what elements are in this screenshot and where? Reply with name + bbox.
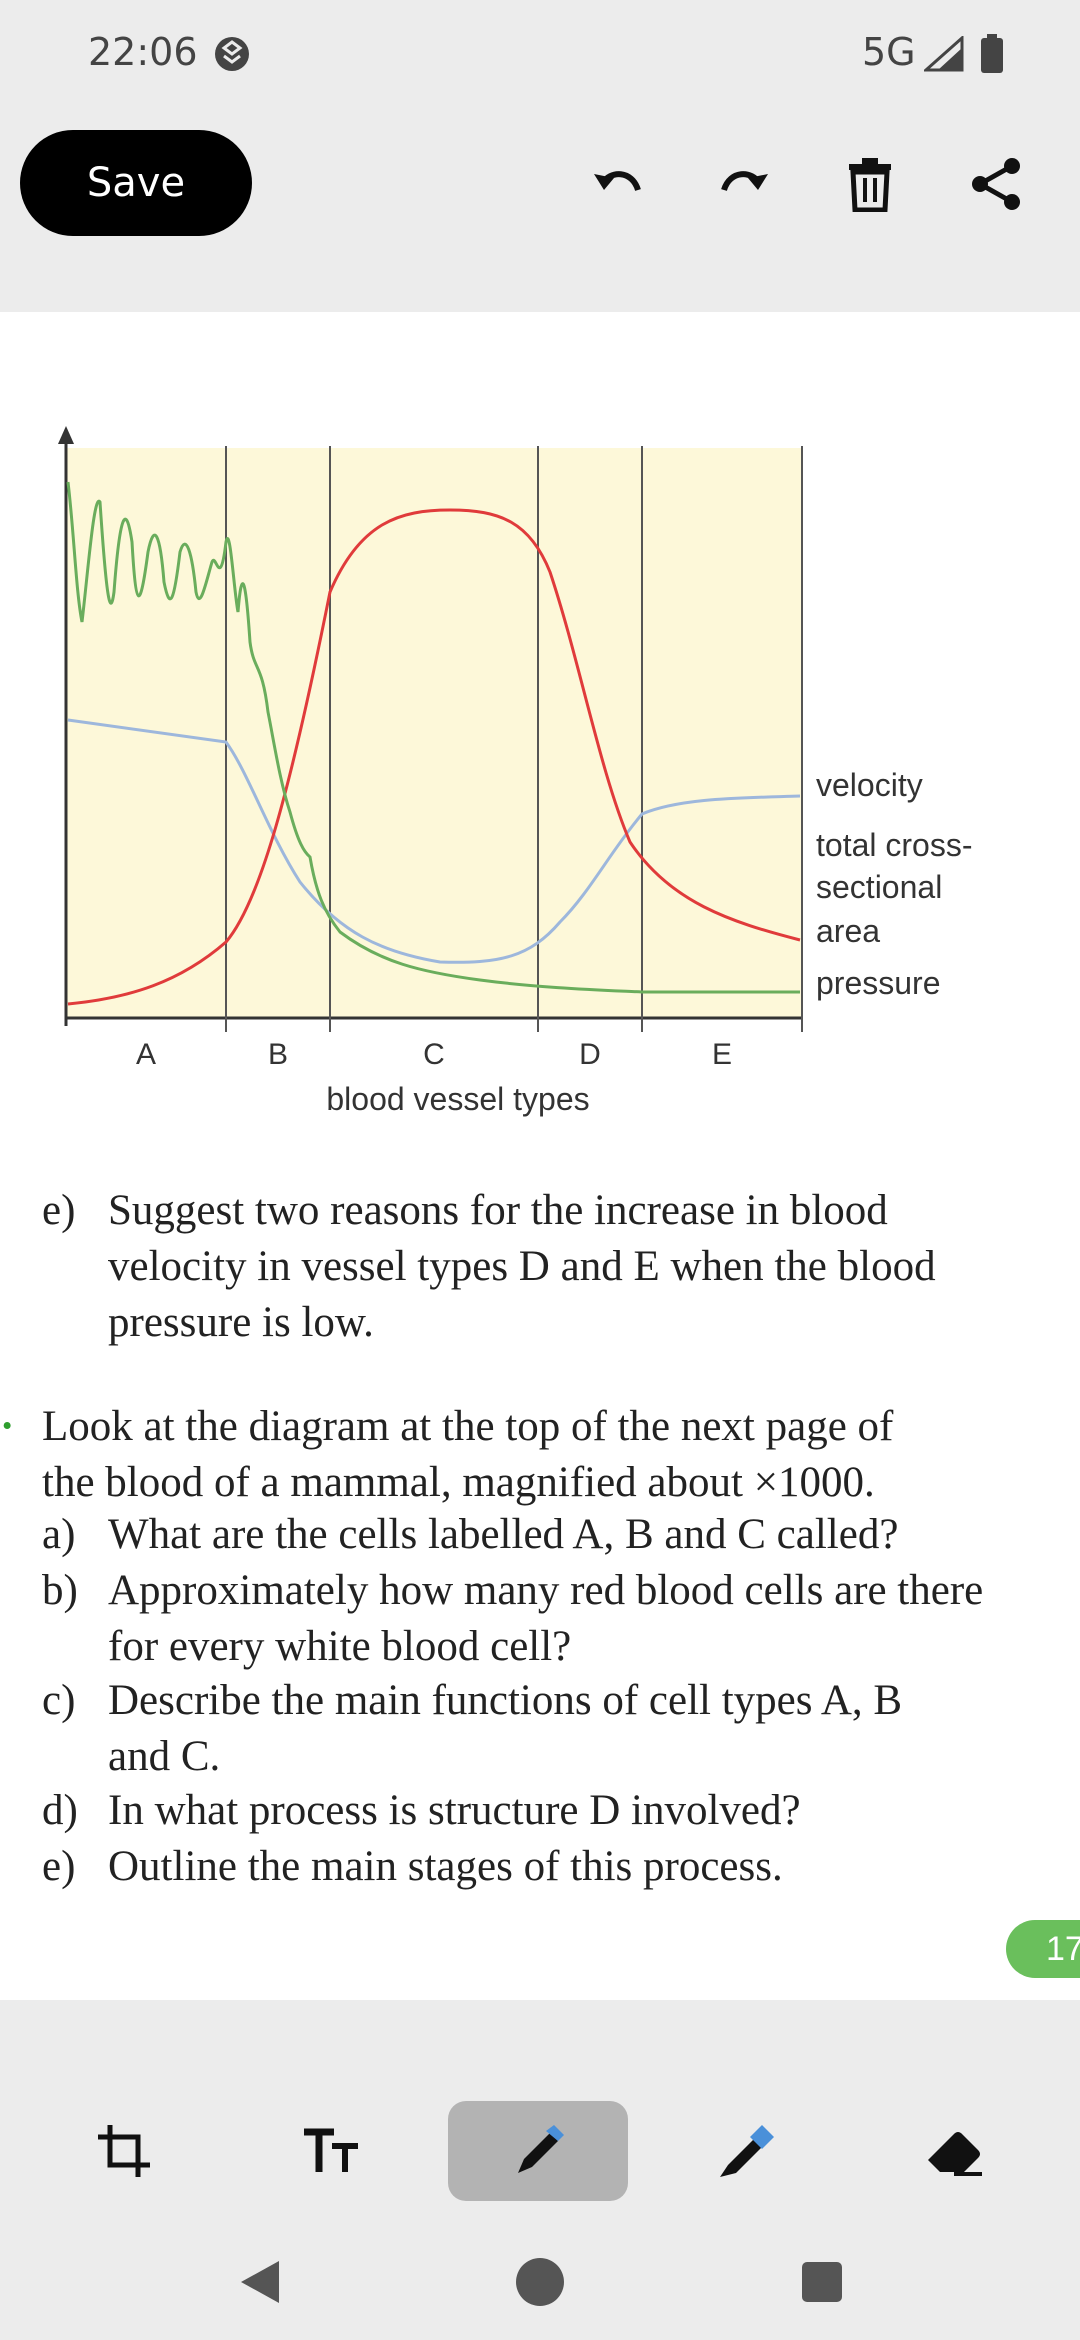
q3d-label: d)	[42, 1787, 78, 1834]
legend-area-3: area	[816, 913, 880, 949]
back-button[interactable]	[232, 2254, 288, 2310]
q-e-line2: velocity in vessel types D and E when th…	[108, 1243, 936, 1290]
page-number: 17	[1046, 1930, 1080, 1968]
chart-background	[66, 448, 802, 1018]
q-e-line1: Suggest two reasons for the increase in …	[108, 1187, 888, 1234]
q3c-line1: Describe the main functions of cell type…	[108, 1677, 903, 1724]
q3b-label: b)	[42, 1567, 78, 1614]
x-tick-b: B	[268, 1038, 288, 1071]
q3e-text: Outline the main stages of this process.	[108, 1843, 783, 1890]
x-tick-c: C	[423, 1038, 445, 1071]
q3b-line2: for every white blood cell?	[108, 1623, 572, 1670]
status-time: 22:06	[88, 30, 198, 74]
q3-marker: ·	[0, 1403, 15, 1450]
text-tool[interactable]	[242, 2101, 422, 2201]
x-tick-e: E	[712, 1038, 732, 1071]
eraser-icon	[928, 2132, 982, 2176]
app-notification-icon	[215, 37, 249, 71]
network-type: 5G	[862, 30, 916, 74]
x-tick-a: A	[136, 1038, 156, 1071]
document-canvas[interactable]: A B C D E blood vessel types velocity to…	[0, 312, 1080, 2000]
highlighter-icon	[720, 2125, 774, 2177]
q-e-line3: pressure is low.	[108, 1299, 374, 1346]
x-axis-label: blood vessel types	[326, 1081, 589, 1117]
pressure-line	[67, 718, 801, 964]
pen-tool[interactable]	[448, 2101, 628, 2201]
q3a-text: What are the cells labelled A, B and C c…	[108, 1511, 899, 1558]
share-icon[interactable]	[964, 152, 1028, 216]
recents-icon	[802, 2262, 842, 2302]
highlighter-tool[interactable]	[656, 2101, 836, 2201]
legend-area-2: sectional	[816, 869, 942, 905]
legend-pressure: pressure	[816, 965, 941, 1001]
crop-icon	[98, 2125, 150, 2177]
y-axis-arrow	[58, 426, 74, 444]
markup-tools	[0, 2088, 1080, 2218]
delete-icon[interactable]	[838, 152, 902, 216]
q3c-line2: and C.	[108, 1733, 221, 1780]
home-button[interactable]	[512, 2254, 568, 2310]
area-line	[67, 508, 801, 1006]
page-number-badge: 17	[1006, 1920, 1080, 1978]
editor-toolbar: Save	[0, 110, 1080, 312]
text-icon	[304, 2128, 358, 2172]
system-nav-bar	[0, 2218, 1080, 2340]
q3d-text: In what process is structure D involved?	[108, 1787, 801, 1834]
q3b-line1: Approximately how many red blood cells a…	[108, 1567, 984, 1614]
eraser-tool[interactable]	[864, 2101, 1044, 2201]
status-bar: 22:06 5G	[0, 0, 1080, 110]
velocity-line	[66, 481, 800, 994]
undo-icon[interactable]	[586, 152, 650, 216]
q3-line1: Look at the diagram at the top of the ne…	[42, 1403, 894, 1450]
q-e-label: e)	[42, 1187, 76, 1234]
recents-button[interactable]	[794, 2254, 850, 2310]
x-tick-d: D	[579, 1038, 601, 1071]
q3e-label: e)	[42, 1843, 76, 1890]
home-icon	[516, 2258, 564, 2306]
q3-line2: the blood of a mammal, magnified about ×…	[42, 1459, 875, 1506]
crop-tool[interactable]	[34, 2101, 214, 2201]
blood-vessel-chart: A B C D E blood vessel types velocity to…	[58, 426, 972, 1117]
redo-icon[interactable]	[712, 152, 776, 216]
back-icon	[241, 2261, 279, 2303]
save-button[interactable]: Save	[20, 130, 252, 236]
pen-icon	[518, 2125, 564, 2173]
legend-velocity: velocity	[816, 767, 923, 803]
q3a-label: a)	[42, 1511, 76, 1558]
battery-icon	[981, 34, 1003, 73]
q3c-label: c)	[42, 1677, 76, 1724]
signal-icon	[924, 36, 964, 72]
legend-area-1: total cross-	[816, 827, 972, 863]
